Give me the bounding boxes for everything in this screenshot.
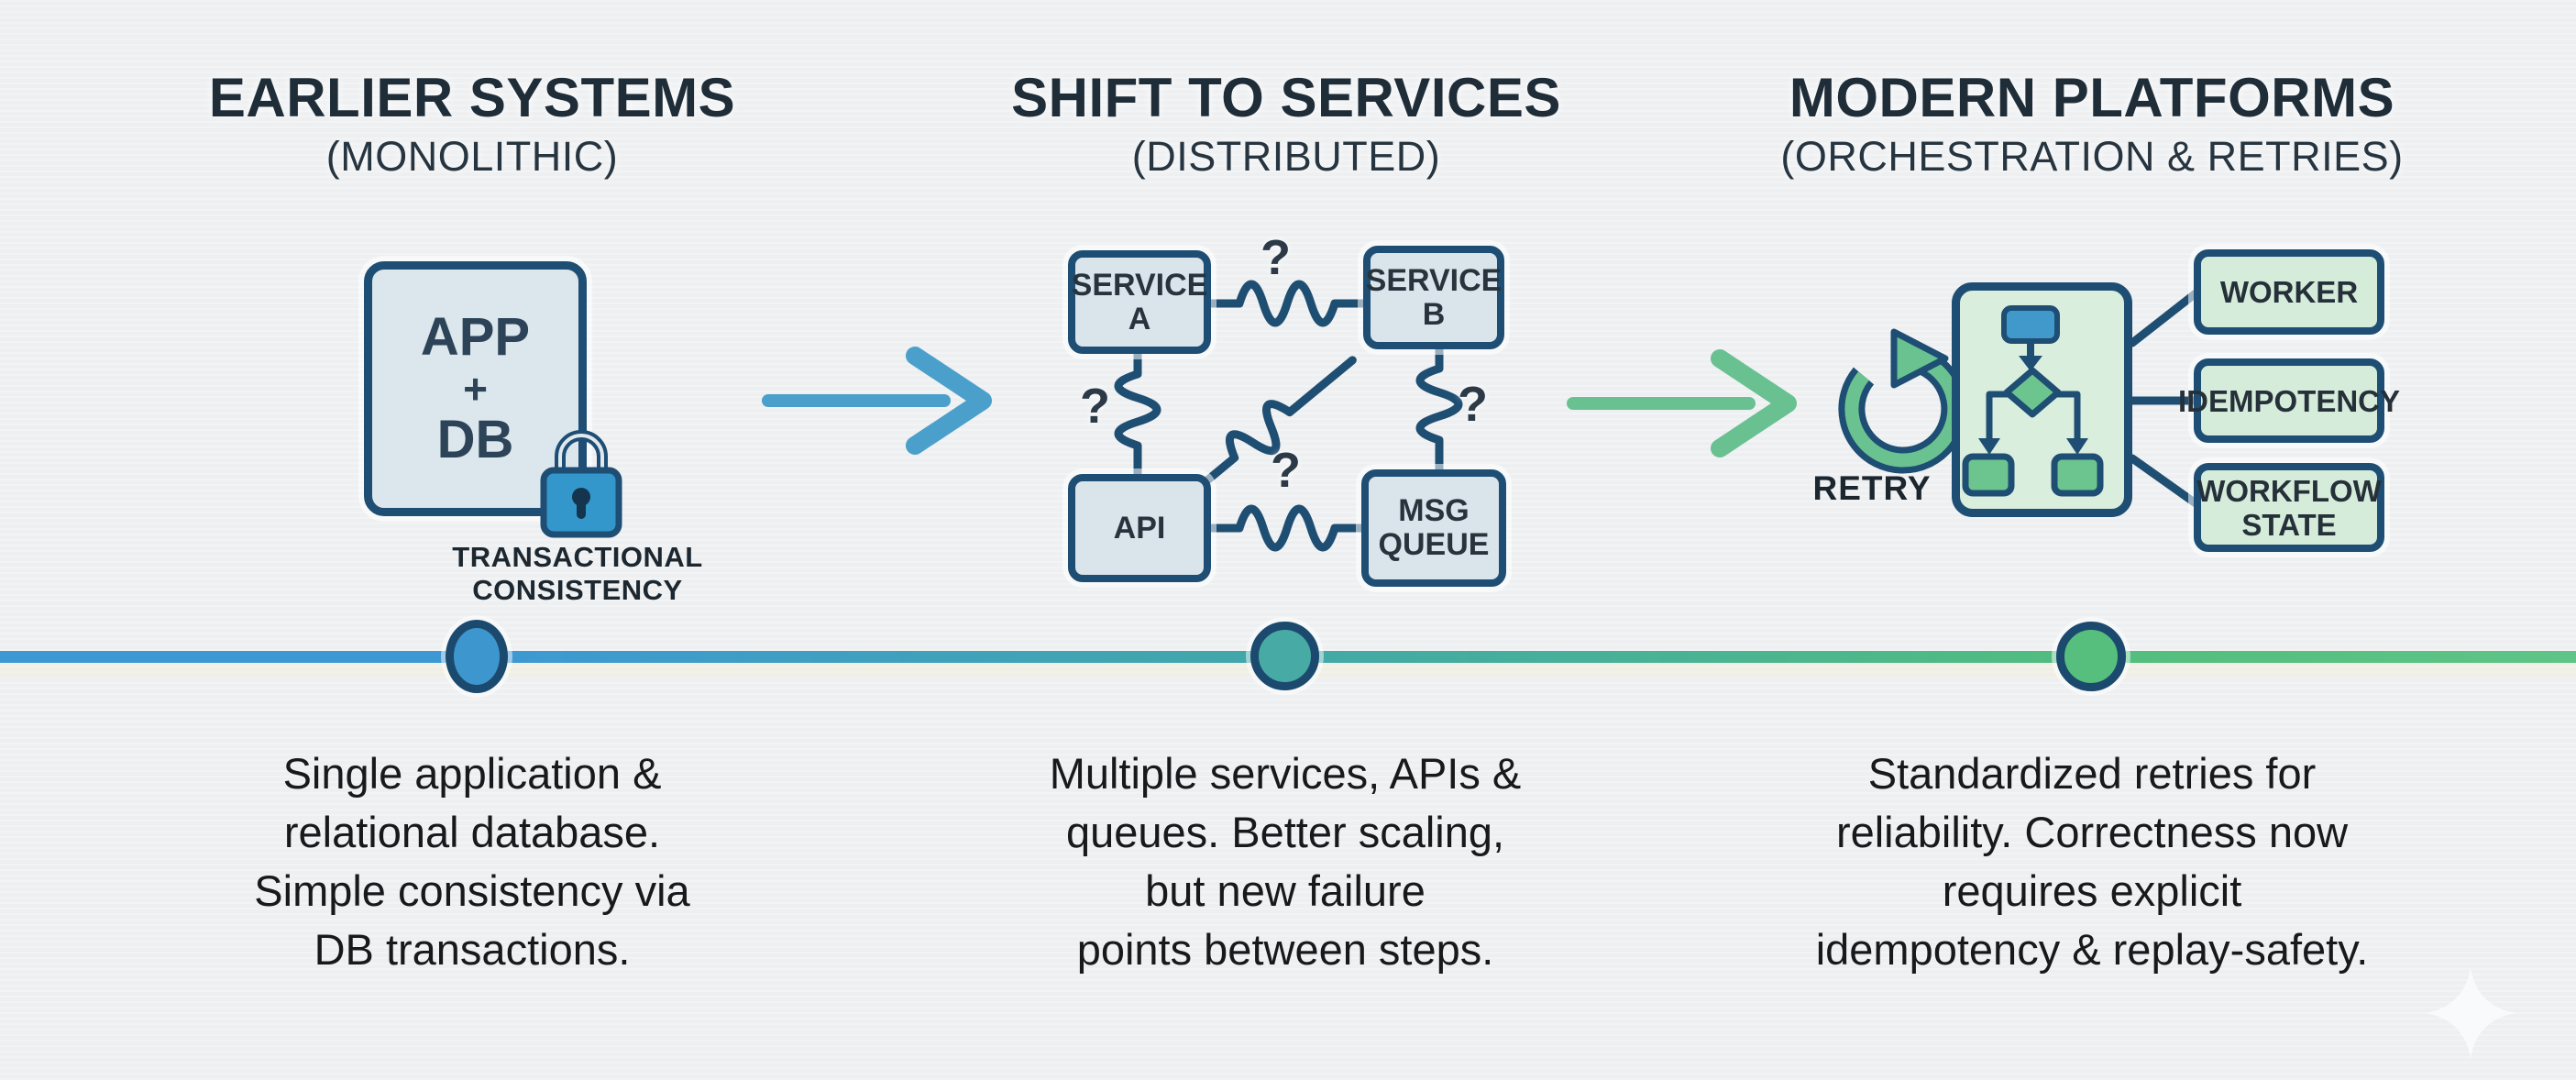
arrow-monolith-to-services	[762, 347, 992, 455]
lock-icon	[540, 430, 622, 538]
question-mark-center: ?	[1271, 443, 1301, 498]
workflow-state-box: WORKFLOW STATE	[2194, 463, 2384, 552]
service-b-box: SERVICE B	[1363, 246, 1504, 349]
retry-label: RETRY	[1812, 469, 1932, 507]
column2-subtitle: (DISTRIBUTED)	[1131, 133, 1441, 180]
column1-title: EARLIER SYSTEMS	[208, 67, 736, 128]
squiggle-api-b	[1198, 356, 1357, 489]
retry-icon	[1838, 328, 1968, 474]
column3-subtitle: (ORCHESTRATION & RETRIES)	[1780, 133, 2404, 180]
squiggle-a-b	[1204, 280, 1371, 327]
monolith-plus-label: +	[463, 365, 488, 413]
monolith-app-label: APP	[420, 307, 531, 367]
squiggle-api-msg	[1204, 504, 1369, 552]
column2-title: SHIFT TO SERVICES	[1011, 67, 1561, 128]
timeline-dot-distributed	[1250, 622, 1319, 690]
flow-decision-node	[2003, 367, 2062, 418]
column2-description: Multiple services, APIs & queues. Better…	[1049, 749, 1522, 974]
worker-box: WORKER	[2194, 249, 2384, 335]
question-mark-left: ?	[1080, 379, 1110, 434]
flow-start-node	[2001, 305, 2060, 344]
squiggle-a-api	[1114, 347, 1161, 481]
monolith-db-label: DB	[436, 410, 514, 469]
msg-queue-box: MSG QUEUE	[1361, 469, 1506, 587]
monolith-caption: TRANSACTIONAL CONSISTENCY	[452, 541, 703, 606]
arrow-services-to-modern	[1567, 349, 1797, 457]
api-box: API	[1068, 474, 1211, 582]
column1-subtitle: (MONOLITHIC)	[325, 133, 619, 180]
column1-description: Single application & relational database…	[254, 749, 690, 974]
service-a-box: SERVICE A	[1068, 250, 1211, 354]
link-workflow-state	[2128, 454, 2200, 508]
sparkle-icon	[2425, 967, 2516, 1059]
column3-title: MODERN PLATFORMS	[1789, 67, 2395, 128]
flow-task-node-right	[2051, 453, 2104, 497]
link-worker	[2128, 289, 2200, 347]
timeline-dot-monolithic	[446, 620, 508, 693]
column3-description: Standardized retries for reliability. Co…	[1815, 749, 2369, 974]
orchestrator-panel	[1952, 282, 2132, 517]
idempotency-box: IDEMPOTENCY	[2178, 358, 2400, 443]
question-mark-top: ?	[1260, 230, 1291, 285]
question-mark-right: ?	[1458, 377, 1488, 432]
timeline-dot-modern	[2056, 622, 2126, 691]
flow-task-node-left	[1962, 453, 2015, 497]
squiggle-b-msg	[1415, 342, 1463, 477]
